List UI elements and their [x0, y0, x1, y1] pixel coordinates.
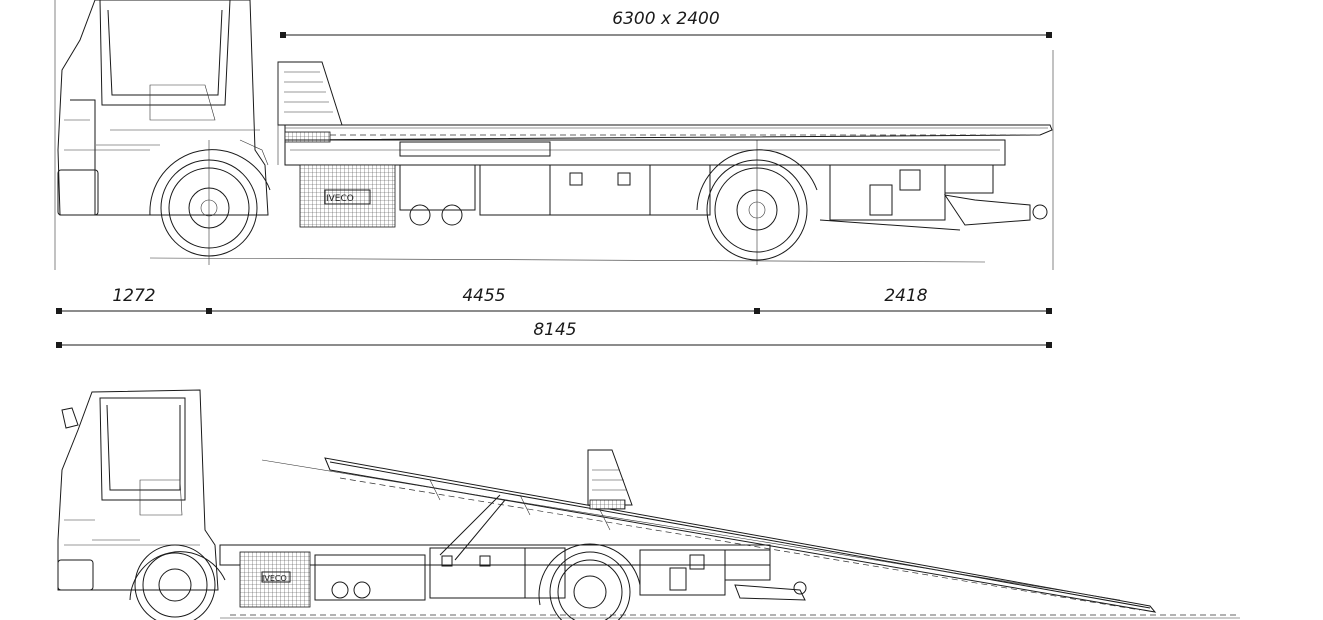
iveco-logo-bottom: IVECO: [262, 574, 287, 583]
rear-overhang-label: 2418: [884, 286, 927, 306]
rear-wheel-top: [696, 149, 818, 261]
front-wheel-bottom: [129, 544, 226, 620]
front-wheel-top: [149, 149, 271, 257]
cab-top: [57, 0, 269, 216]
dimension-platform: 6300 x 2400: [280, 9, 1052, 38]
rear-wheel-bottom: [538, 543, 641, 620]
chassis-top: [284, 139, 1048, 231]
overall-length-label: 8145: [533, 320, 576, 340]
iveco-logo-top: IVECO: [326, 194, 354, 204]
front-overhang-label: 1272: [112, 286, 155, 306]
tilted-flatbed: [220, 449, 1240, 619]
cab-bottom: [57, 389, 219, 591]
truck-bottom-side-view: IVECO: [57, 389, 1240, 620]
platform-size-label: 6300 x 2400: [612, 9, 719, 29]
dimension-overall: 8145: [56, 320, 1052, 348]
chassis-bottom: [219, 544, 807, 608]
truck-top-side-view: IVECO: [54, 0, 1054, 270]
flatbed-top: [277, 61, 1053, 165]
dimension-axles: 1272 4455 2418: [56, 286, 1052, 314]
wheelbase-label: 4455: [462, 286, 505, 306]
